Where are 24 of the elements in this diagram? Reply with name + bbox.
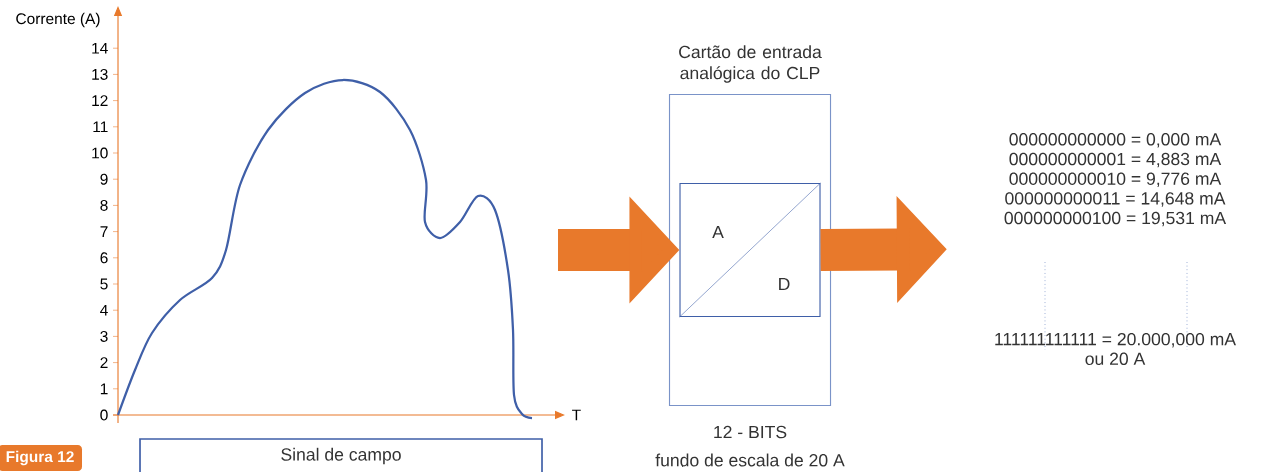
tick-label: 7: [100, 226, 108, 237]
tick-label: 13: [92, 68, 108, 80]
tick-label: 9: [100, 173, 108, 185]
tick-label: 2: [100, 357, 108, 368]
signal-box: Sinal de campo: [139, 438, 543, 472]
node-label: fundo de escala de 20 A: [655, 453, 845, 467]
tick-label: 1: [100, 383, 108, 395]
figure-tag: Figura 12: [0, 445, 82, 471]
tick-label: 6: [100, 252, 108, 264]
axis-title: T: [572, 409, 581, 421]
node-label: Cartão de entrada analógica do CLP: [679, 45, 822, 83]
converter-box: A D: [679, 182, 821, 318]
tick-label: 10: [92, 147, 108, 159]
tick-label: 11: [93, 121, 108, 133]
tick-label: 3: [100, 330, 108, 342]
tick-label: 0: [100, 409, 108, 421]
tick-label: 12: [92, 95, 108, 106]
axis-title: Corrente (A): [16, 12, 100, 28]
tick-label: 14: [92, 42, 108, 54]
tick-label: 5: [100, 278, 108, 290]
code-list: 000000000000 = 0,000 mA 000000000001 = 4,883 mA 000000000010 = 9,776 mA 000000000011 = 14,648 mA 000000000100 = 19,531 mA 111111111111 = 20.000,000 mA ou 20 A: [995, 133, 1236, 366]
node-label: 12 - BITS: [714, 425, 787, 439]
tick-label: 8: [100, 199, 108, 211]
tick-label: 4: [100, 304, 108, 316]
